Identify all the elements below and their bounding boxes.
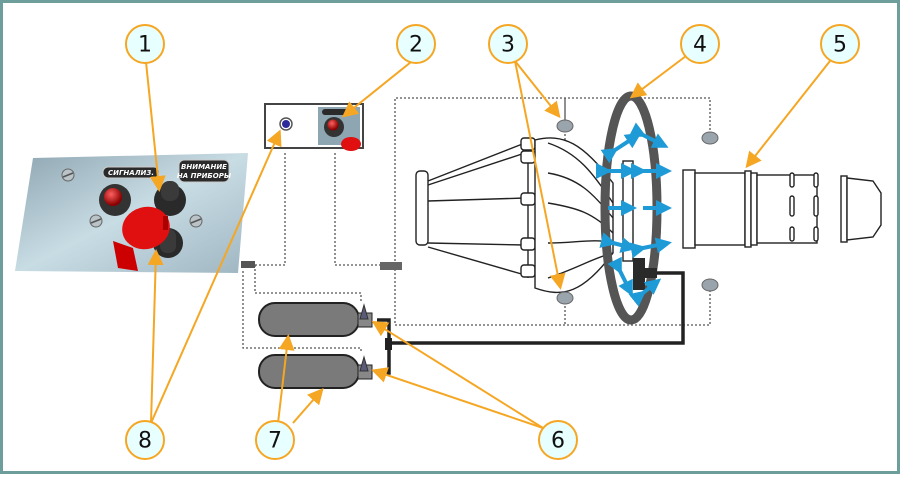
- fire-sensor-icon: [556, 291, 574, 305]
- signal-plate: [102, 166, 160, 179]
- callout-3: 3: [488, 24, 528, 64]
- extinguisher-bottles: [258, 302, 373, 389]
- connector-block: [241, 261, 255, 268]
- callout-7: 7: [255, 420, 295, 460]
- connector-block: [380, 262, 402, 270]
- signal-plate-label: СИГНАЛИЗ.: [108, 169, 154, 177]
- callout-label: 4: [693, 33, 707, 58]
- attention-plate-line1: ВНИМАНИЕ: [181, 163, 227, 171]
- squib-valve-icon: [359, 303, 369, 320]
- callout-label: 5: [833, 33, 847, 58]
- red-lamp-thumb-icon: [327, 119, 339, 131]
- callout-8: 8: [125, 420, 165, 460]
- extinguisher-bottle-icon: [258, 354, 360, 389]
- system-diagram: СИГНАЛИЗ. ВНИМАНИЕ НА ПРИБОРЫ: [15, 24, 882, 460]
- callout-6: 6: [538, 420, 578, 460]
- attention-plate: [178, 159, 230, 183]
- fire-sensor-icon: [556, 119, 574, 133]
- supply-pipe: [388, 271, 685, 345]
- leader-lines: [145, 55, 831, 429]
- red-signal-lamp-icon: [104, 188, 122, 206]
- callout-label: 6: [551, 429, 565, 454]
- squib-valve-icon: [359, 355, 369, 372]
- extinguisher-bottle-icon: [258, 302, 360, 337]
- callout-2: 2: [396, 24, 436, 64]
- callout-1: 1: [125, 24, 165, 64]
- fire-sensors: [556, 119, 719, 305]
- callout-label: 7: [268, 429, 282, 454]
- callout-label: 2: [409, 33, 423, 58]
- callout-5: 5: [820, 24, 860, 64]
- fire-sensor-icon: [701, 278, 719, 292]
- callout-label: 8: [138, 429, 152, 454]
- red-safety-cap[interactable]: [113, 202, 175, 271]
- cockpit-panel: СИГНАЛИЗ. ВНИМАНИЕ НА ПРИБОРЫ: [15, 153, 248, 273]
- callout-label: 3: [501, 33, 515, 58]
- fire-button[interactable]: [161, 181, 179, 201]
- signal-box: [264, 103, 364, 151]
- attention-plate-line2: НА ПРИБОРЫ: [177, 172, 232, 180]
- callout-4: 4: [680, 24, 720, 64]
- blue-indicator-lamp-icon[interactable]: [282, 120, 290, 128]
- callout-label: 1: [138, 33, 152, 58]
- fire-sensor-icon: [701, 131, 719, 145]
- spray-arrows: [596, 122, 672, 307]
